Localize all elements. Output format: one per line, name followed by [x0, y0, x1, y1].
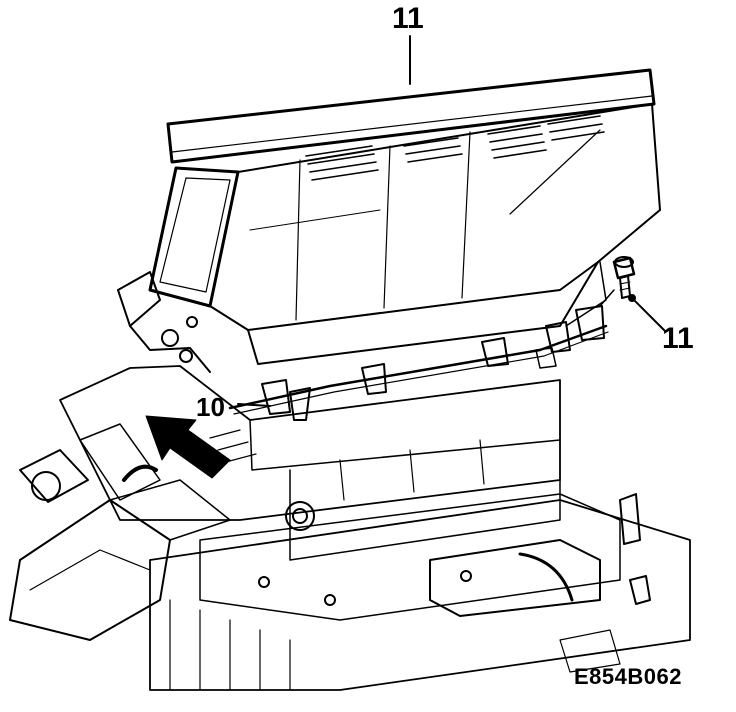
manifold-pipe — [9, 479, 231, 641]
cover-flange — [117, 271, 211, 373]
wiring-harness — [228, 289, 615, 421]
direction-arrow — [145, 415, 231, 479]
bolt-fastener — [612, 256, 665, 331]
callout-bolt: 11 — [662, 322, 694, 355]
callout-top-cover: 11 — [392, 2, 424, 35]
callout-harness: 10 — [196, 392, 225, 422]
vacuum-hose — [122, 464, 158, 482]
figure-code: E854B062 — [574, 664, 682, 689]
harness-leader — [237, 403, 271, 407]
cover-louvres — [305, 115, 605, 181]
top-cover-panel — [166, 35, 656, 164]
valve-cover — [149, 493, 691, 691]
intake-housing — [148, 103, 661, 365]
